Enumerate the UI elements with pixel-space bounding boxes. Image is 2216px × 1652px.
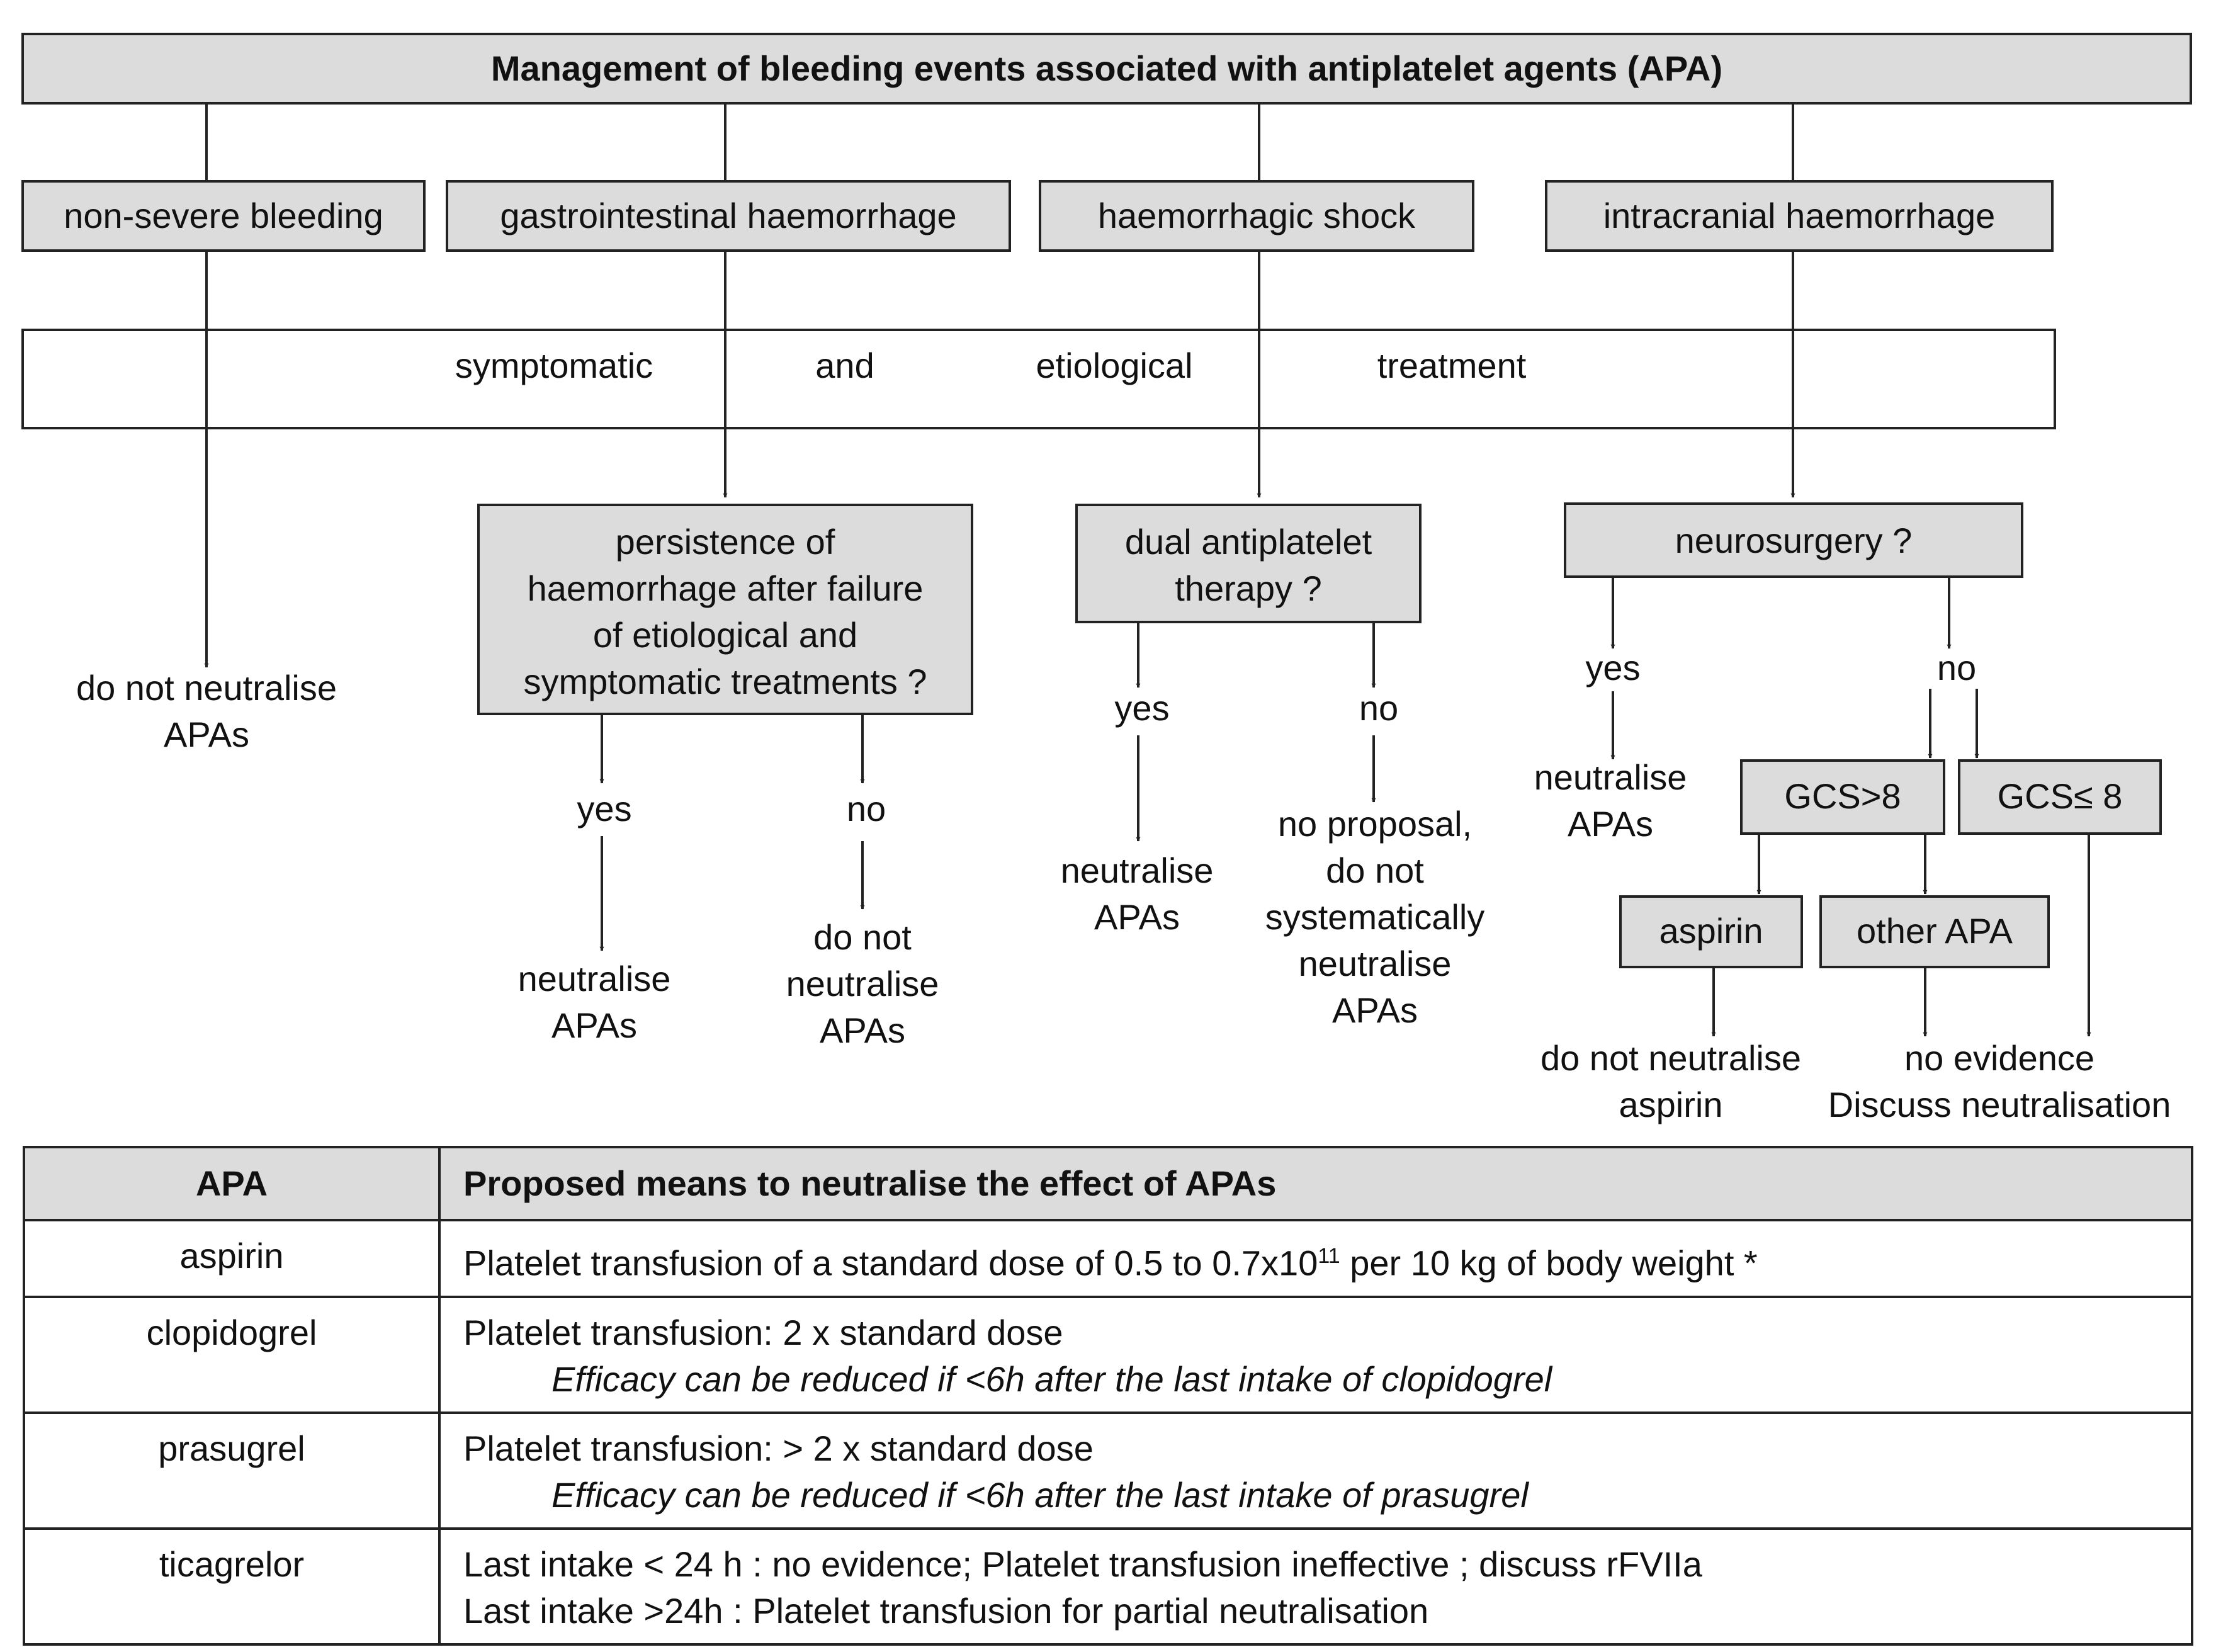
row-apa-name: prasugrel: [23, 1411, 441, 1530]
apa-neutralisation-table: APA Proposed means to neutralise the eff…: [23, 1146, 2193, 1646]
other-outcome-line2: Discuss neutralisation: [1828, 1085, 2171, 1124]
category-shock: haemorrhagic shock: [1098, 196, 1416, 235]
shock-yes-outcome-line2: APAs: [1094, 897, 1180, 937]
flowchart: #flow marker path { fill: #222; } Manage…: [21, 33, 2192, 1124]
other-apa-box: [1819, 895, 2050, 968]
means-line: Last intake >24h : Platelet transfusion …: [463, 1590, 1429, 1631]
treatment-band: [21, 329, 2056, 429]
category-intracranial: intracranial haemorrhage: [1603, 196, 1996, 235]
shock-question-box: [1075, 504, 1422, 623]
title-box: [21, 33, 2192, 105]
row-apa-name: ticagrelor: [23, 1527, 441, 1646]
shock-yes-label: yes: [1114, 688, 1169, 728]
row-apa-name: aspirin: [23, 1219, 441, 1298]
shock-no-outcome-line4: neutralise: [1299, 944, 1452, 983]
category-shock-box: [1039, 180, 1474, 252]
table-row: ticagrelor Last intake < 24 h : no evide…: [23, 1527, 2193, 1646]
gcs-high-label: GCS>8: [1784, 776, 1901, 816]
neuro-yes-outcome-line2: APAs: [1568, 804, 1653, 844]
category-non-severe-box: [21, 180, 426, 252]
shock-question-line2: therapy ?: [1175, 569, 1322, 608]
header-means: Proposed means to neutralise the effect …: [438, 1146, 2193, 1221]
means-line: Platelet transfusion of a standard dose …: [463, 1243, 1758, 1283]
other-apa-label: other APA: [1857, 911, 2013, 951]
category-gastrointestinal: gastrointestinal haemorrhage: [500, 196, 956, 235]
neuro-yes-outcome-line1: neutralise: [1534, 757, 1687, 797]
treatment-word-1: symptomatic: [455, 346, 653, 385]
means-note: Efficacy can be reduced if <6h after the…: [551, 1359, 1552, 1399]
treatment-word-3: etiological: [1036, 346, 1192, 385]
gcs-low-box: [1958, 759, 2162, 835]
gi-yes-outcome-line2: APAs: [551, 1005, 637, 1045]
gi-question-line4: symptomatic treatments ?: [523, 662, 927, 701]
gi-no-outcome-line2: neutralise: [786, 964, 939, 1004]
gi-question-line2: haemorrhage after failure: [528, 569, 924, 608]
gi-no-outcome-line1: do not: [813, 917, 912, 957]
row-means: Platelet transfusion of a standard dose …: [438, 1219, 2193, 1298]
shock-no-label: no: [1359, 688, 1398, 728]
aspirin-box: [1619, 895, 1803, 968]
means-line: Platelet transfusion: 2 x standard dose: [463, 1312, 1063, 1352]
table-row: clopidogrel Platelet transfusion: 2 x st…: [23, 1295, 2193, 1414]
shock-no-outcome-line1: no proposal,: [1278, 804, 1472, 844]
row-means: Last intake < 24 h : no evidence; Platel…: [438, 1527, 2193, 1646]
table-row: aspirin Platelet transfusion of a standa…: [23, 1219, 2193, 1298]
table-header-row: APA Proposed means to neutralise the eff…: [23, 1146, 2193, 1221]
shock-yes-outcome-line1: neutralise: [1061, 851, 1214, 890]
neuro-no-label: no: [1937, 648, 1976, 687]
row-apa-name: clopidogrel: [23, 1295, 441, 1414]
gi-no-label: no: [847, 789, 886, 829]
aspirin-outcome-line2: aspirin: [1619, 1085, 1723, 1124]
neurosurgery-question: neurosurgery ?: [1675, 521, 1913, 560]
means-line: Last intake < 24 h : no evidence; Platel…: [463, 1544, 1702, 1584]
row-means: Platelet transfusion: > 2 x standard dos…: [438, 1411, 2193, 1530]
shock-no-outcome-line3: systematically: [1265, 897, 1485, 937]
gi-question-line1: persistence of: [616, 522, 835, 562]
flowchart-title: Management of bleeding events associated…: [491, 48, 1722, 88]
nonsevere-outcome-line2: APAs: [164, 715, 249, 754]
treatment-word-2: and: [815, 346, 874, 385]
neuro-yes-label: yes: [1585, 648, 1640, 687]
neurosurgery-box: [1564, 502, 2023, 578]
category-intracranial-box: [1545, 180, 2054, 252]
nonsevere-outcome-line1: do not neutralise: [76, 668, 337, 708]
aspirin-label: aspirin: [1659, 911, 1763, 951]
other-outcome-line1: no evidence: [1904, 1038, 2094, 1078]
means-line: Platelet transfusion: > 2 x standard dos…: [463, 1428, 1094, 1468]
header-apa: APA: [23, 1146, 441, 1221]
table-row: prasugrel Platelet transfusion: > 2 x st…: [23, 1411, 2193, 1530]
row-means: Platelet transfusion: 2 x standard dose …: [438, 1295, 2193, 1414]
gcs-high-box: [1740, 759, 1945, 835]
means-note: Efficacy can be reduced if <6h after the…: [551, 1474, 1529, 1515]
gi-question-line3: of etiological and: [593, 615, 857, 655]
shock-no-outcome-line5: APAs: [1332, 990, 1418, 1030]
aspirin-outcome-line1: do not neutralise: [1540, 1038, 1801, 1078]
gi-no-outcome-line3: APAs: [820, 1010, 905, 1050]
shock-no-outcome-line2: do not: [1326, 851, 1424, 890]
category-gi-box: [446, 180, 1011, 252]
treatment-word-4: treatment: [1377, 346, 1527, 385]
gi-question-box: [477, 504, 973, 715]
gi-yes-label: yes: [577, 789, 631, 829]
gi-yes-outcome-line1: neutralise: [518, 959, 671, 999]
category-non-severe: non-severe bleeding: [64, 196, 383, 235]
gcs-low-label: GCS≤ 8: [1998, 776, 2123, 816]
shock-question-line1: dual antiplatelet: [1125, 522, 1372, 562]
